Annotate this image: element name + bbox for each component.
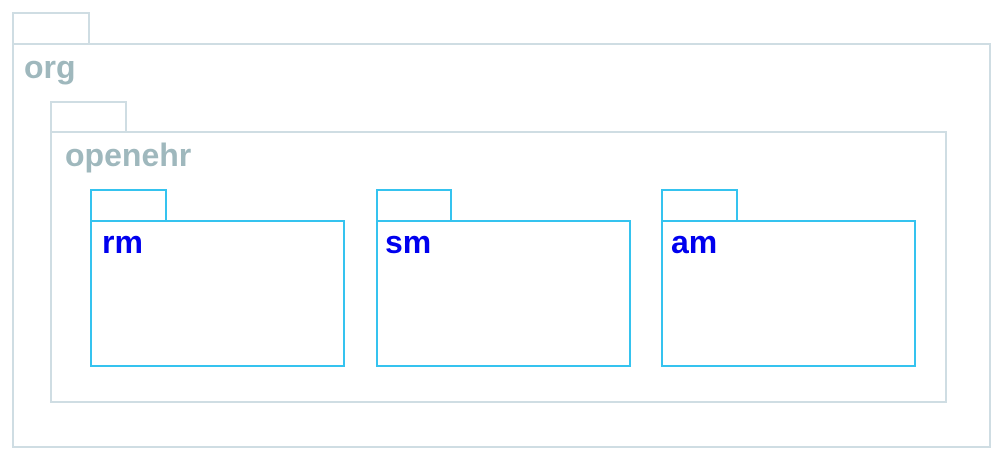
package-am-tab bbox=[661, 189, 738, 223]
package-am-label: am bbox=[671, 224, 718, 260]
package-am-body bbox=[661, 220, 916, 367]
package-rm-label: rm bbox=[102, 224, 143, 260]
package-sm-label: sm bbox=[385, 224, 432, 260]
package-sm-tab bbox=[376, 189, 452, 223]
package-openehr-label: openehr bbox=[65, 137, 192, 173]
package-rm-body bbox=[90, 220, 345, 367]
package-openehr-tab bbox=[50, 101, 127, 134]
package-rm-tab bbox=[90, 189, 167, 223]
package-sm-body bbox=[376, 220, 631, 367]
package-org-tab bbox=[12, 12, 90, 46]
package-org-label: org bbox=[24, 49, 76, 85]
